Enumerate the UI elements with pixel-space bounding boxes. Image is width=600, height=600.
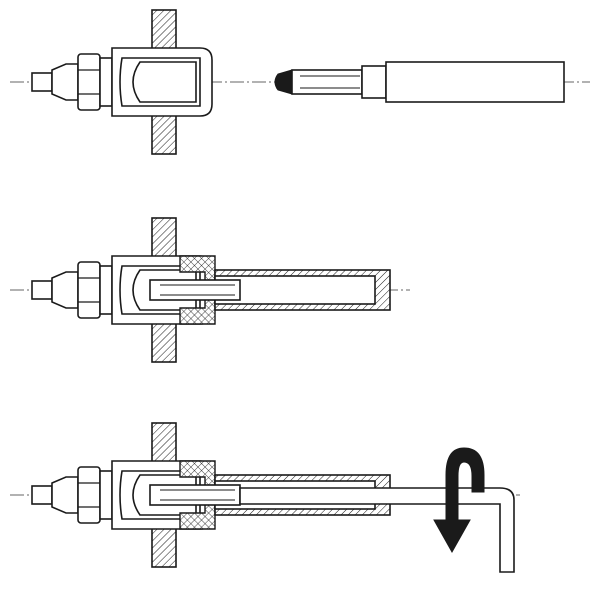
stage-2-inserted xyxy=(10,217,410,363)
curved-down-arrow-icon xyxy=(433,447,485,554)
fitting-assembly xyxy=(31,9,213,155)
hex-key xyxy=(239,487,515,573)
plug-pin xyxy=(274,61,565,103)
stage-1-separated xyxy=(10,9,590,155)
plug-pin xyxy=(149,279,241,301)
plug-pin xyxy=(149,484,241,506)
tube xyxy=(385,61,565,103)
stage-3-locked xyxy=(10,422,520,573)
